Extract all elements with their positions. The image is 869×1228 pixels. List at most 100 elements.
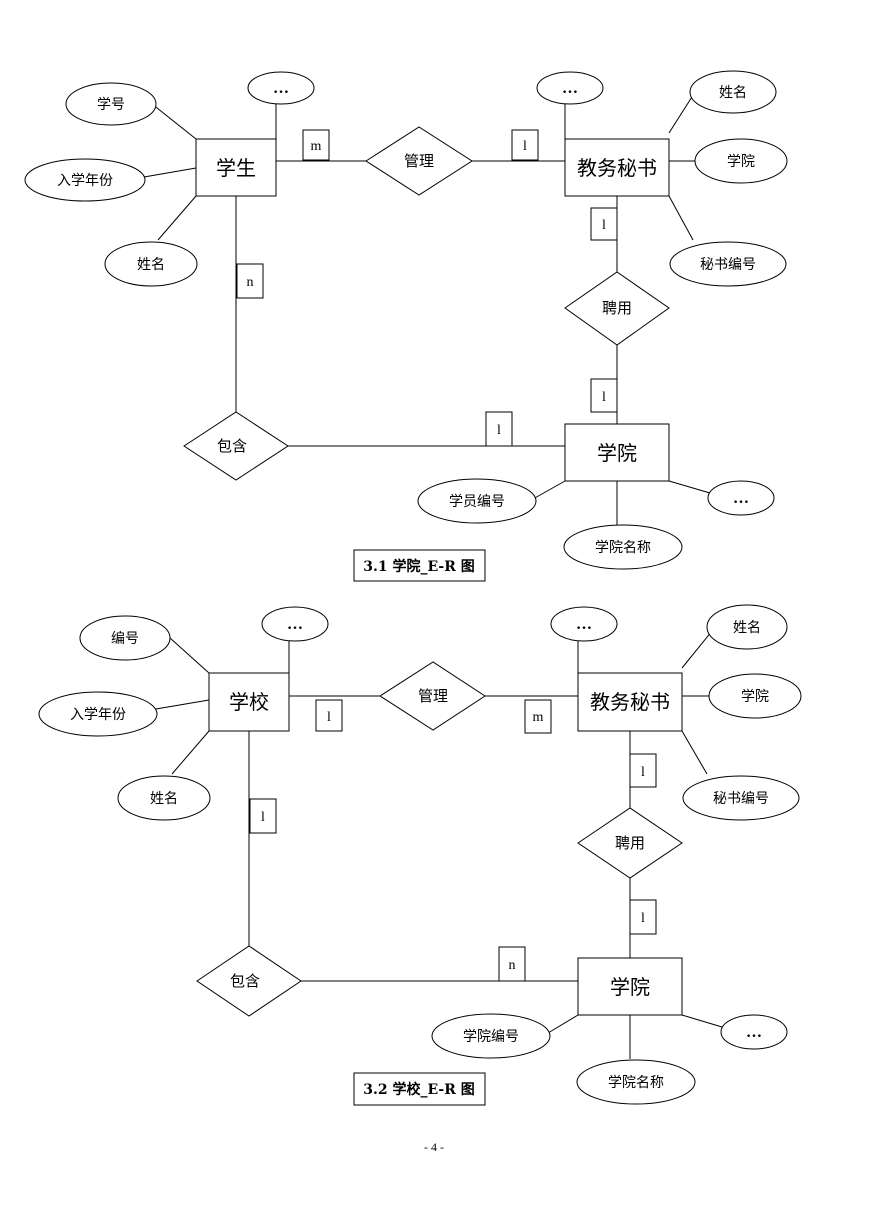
attribute-secretary-name (689, 70, 777, 114)
cardinality-label: l (497, 423, 501, 438)
cardinality-student-manage (302, 129, 330, 161)
diagram-caption: 3.1 学院_E-R 图 (363, 558, 474, 575)
attribute-student-id (65, 82, 157, 126)
attribute-school-more (261, 606, 329, 642)
attribute-member-id-label: 学员编号 (449, 494, 505, 510)
attribute-enroll-year (24, 158, 146, 202)
relationship-manage (365, 126, 473, 196)
diagram-caption-box (353, 549, 486, 582)
relationship-contain-label: 包含 (217, 437, 247, 455)
cardinality-label: l (261, 810, 265, 825)
cardinality-label: l (602, 218, 606, 233)
attribute-college-id-label: 学院编号 (463, 1029, 519, 1045)
relationship-hire-label: 聘用 (602, 299, 632, 317)
cardinality-secretary-hire (590, 207, 618, 241)
diagram-caption: 3.2 学校_E-R 图 (363, 1081, 474, 1098)
cardinality-secretary-manage (511, 129, 539, 161)
entity-school-label: 学校 (229, 690, 269, 714)
attribute-name (117, 775, 211, 821)
attribute-secretary-college-label: 学院 (741, 689, 769, 705)
entity-college-label: 学院 (610, 975, 650, 999)
ellipsis-icon: … (746, 1024, 762, 1041)
attribute-secretary-more (536, 71, 604, 105)
ellipsis-icon: … (733, 490, 749, 507)
relationship-contain-label: 包含 (230, 972, 260, 990)
cardinality-college-contain (485, 411, 513, 447)
cardinality-secretary-manage (524, 699, 552, 734)
cardinality-secretary-hire (629, 753, 657, 788)
cardinality-label: l (523, 139, 527, 154)
relationship-manage-label: 管理 (418, 687, 448, 705)
cardinality-college-hire (590, 378, 618, 413)
er-diagram-school: 学校 教务秘书 学院 管理 聘用 包含 编号 入学年份 姓名 … … 姓名 学院… (38, 604, 802, 1106)
relationship-contain (196, 945, 302, 1017)
attribute-secretary-college-label: 学院 (727, 154, 755, 170)
cardinality-label: l (602, 390, 606, 405)
attribute-id (79, 615, 171, 661)
relationship-manage-label: 管理 (404, 152, 434, 170)
entity-college-label: 学院 (597, 441, 637, 465)
attribute-enroll-year (38, 691, 158, 737)
attribute-member-id (417, 478, 537, 524)
attribute-college-name (563, 524, 683, 570)
cardinality-school-contain (249, 798, 277, 834)
attribute-college-name-label: 学院名称 (608, 1075, 664, 1091)
cardinality-student-contain (236, 263, 264, 299)
attribute-secretary-name (706, 604, 788, 650)
entity-secretary-label: 教务秘书 (577, 156, 657, 180)
entity-secretary (564, 138, 670, 197)
cardinality-label: l (641, 765, 645, 780)
ellipsis-icon: … (287, 616, 303, 633)
cardinality-label: m (311, 139, 322, 154)
entity-college (577, 957, 683, 1016)
attribute-secretary-more (550, 606, 618, 642)
attribute-secretary-name-label: 姓名 (719, 85, 747, 101)
diagram-caption-box (353, 1072, 486, 1106)
cardinality-school-manage (315, 699, 343, 732)
entity-secretary (577, 672, 683, 732)
page-number: - 4 - (424, 1140, 444, 1154)
relationship-hire (564, 271, 670, 346)
er-diagram-college: 学生 教务秘书 学院 管理 聘用 包含 学号 入学年份 姓名 … … 姓名 学院… (24, 70, 788, 582)
attribute-secretary-id-label: 秘书编号 (700, 257, 756, 273)
attribute-student-id-label: 学号 (97, 97, 125, 113)
attribute-college-more (720, 1014, 788, 1050)
cardinality-label: m (533, 710, 544, 725)
attribute-student-name (104, 241, 198, 287)
entity-school (208, 672, 290, 732)
entity-college (564, 423, 670, 482)
attribute-college-name-label: 学院名称 (595, 540, 651, 556)
attribute-enroll-year-label: 入学年份 (57, 173, 113, 189)
ellipsis-icon: … (273, 80, 289, 97)
attribute-secretary-college (708, 673, 802, 719)
ellipsis-icon: … (576, 616, 592, 633)
attribute-college-name (576, 1059, 696, 1105)
cardinality-label: n (509, 958, 516, 973)
relationship-hire-label: 聘用 (615, 834, 645, 852)
attribute-secretary-id (669, 241, 787, 287)
entity-secretary-label: 教务秘书 (590, 690, 670, 714)
attribute-secretary-id-label: 秘书编号 (713, 791, 769, 807)
entity-student-label: 学生 (216, 156, 256, 180)
attribute-student-name-label: 姓名 (137, 257, 165, 273)
attribute-name-label: 姓名 (150, 791, 178, 807)
attribute-enroll-year-label: 入学年份 (70, 707, 126, 723)
connector-lines (143, 88, 711, 525)
cardinality-college-contain (498, 946, 526, 982)
relationship-hire (577, 807, 683, 879)
cardinality-label: n (247, 275, 254, 290)
cardinality-college-hire (629, 899, 657, 935)
relationship-manage (379, 661, 486, 731)
cardinality-label: l (641, 911, 645, 926)
relationship-contain (183, 411, 289, 481)
attribute-student-more (247, 71, 315, 105)
attribute-id-label: 编号 (111, 631, 139, 647)
attribute-secretary-name-label: 姓名 (733, 620, 761, 636)
ellipsis-icon: … (562, 80, 578, 97)
attribute-secretary-college (694, 138, 788, 184)
cardinality-label: l (327, 710, 331, 725)
attribute-college-more (707, 480, 775, 516)
attribute-secretary-id (682, 775, 800, 821)
